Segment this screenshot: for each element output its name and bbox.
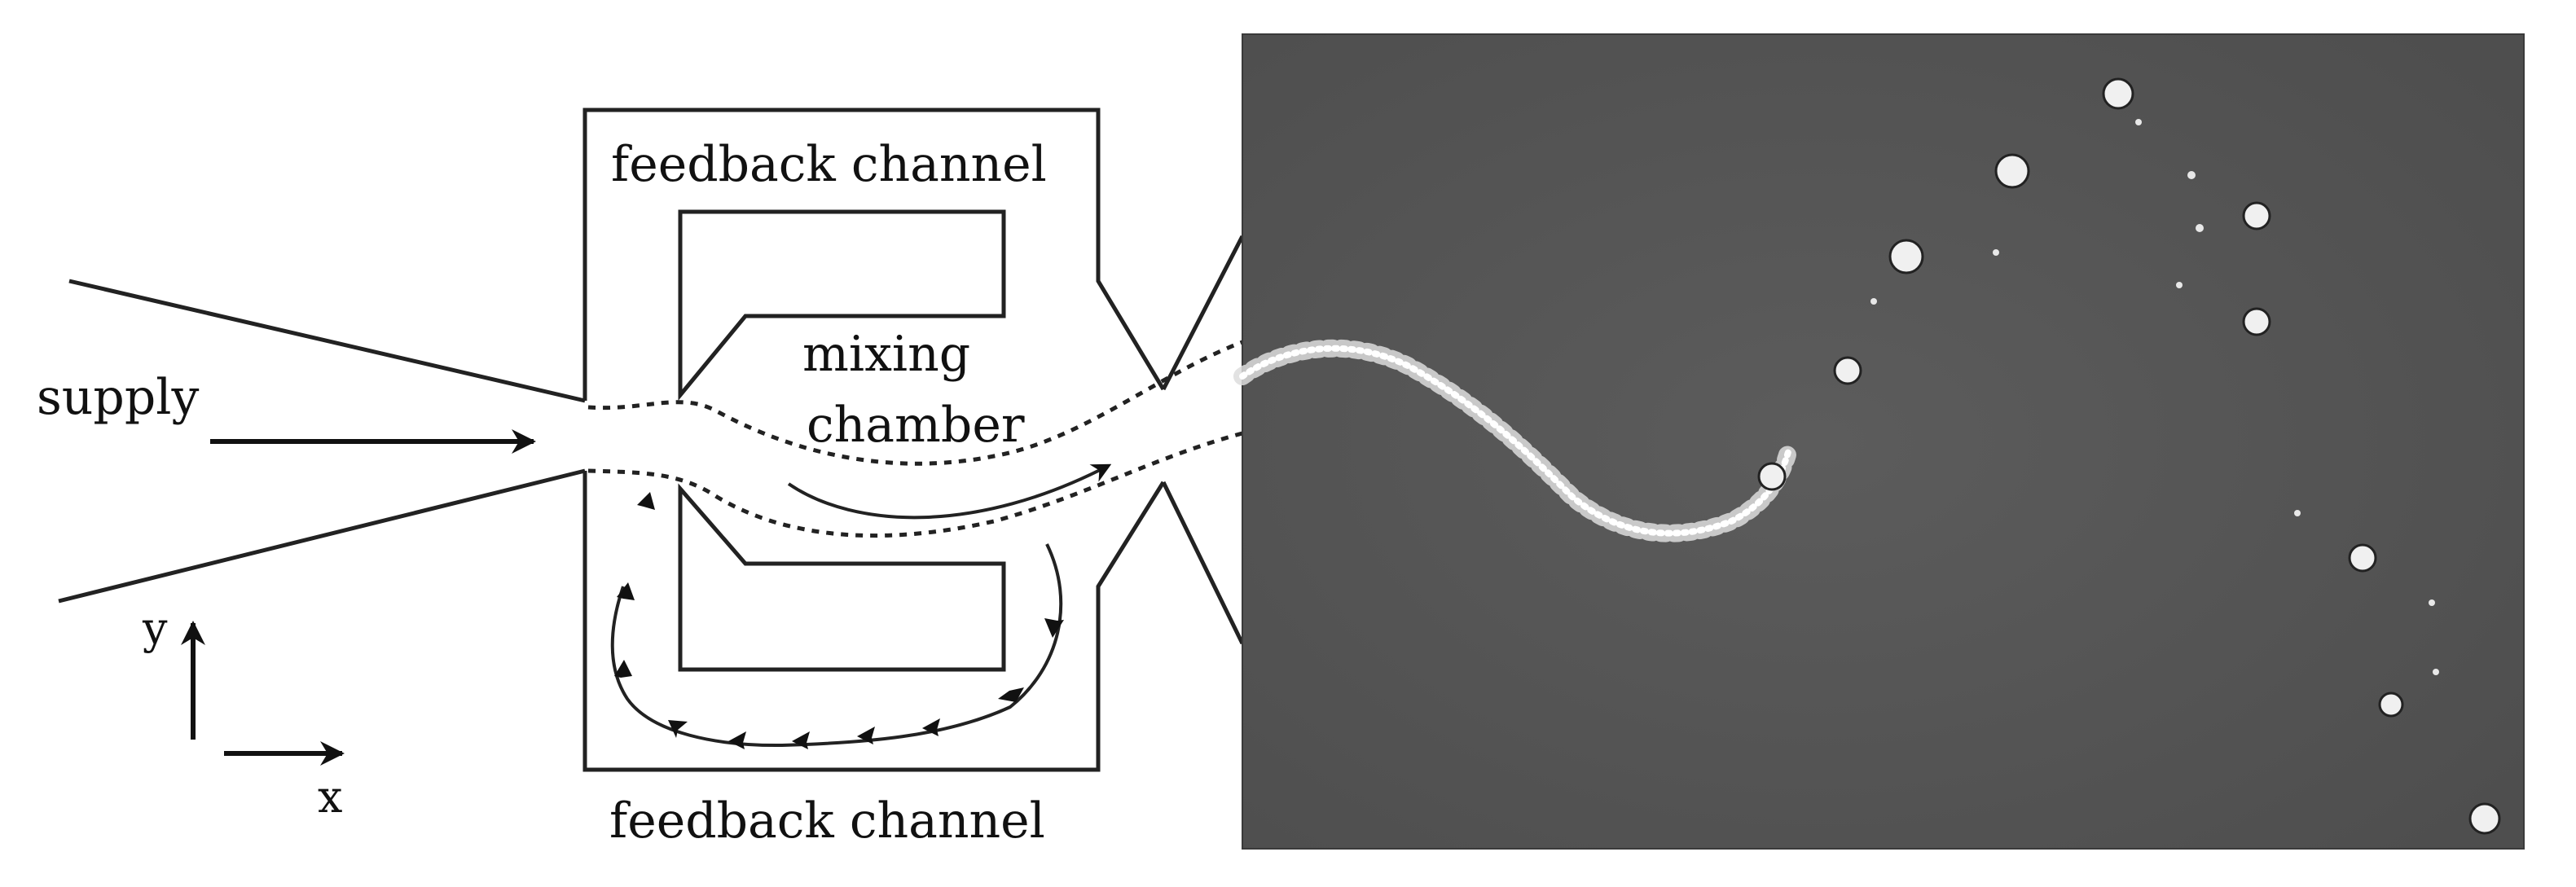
y-axis-label: y xyxy=(142,603,168,654)
droplet xyxy=(1994,153,2030,189)
arrowhead xyxy=(668,720,688,738)
droplet xyxy=(1888,239,1924,274)
feedback-channel-top-label: feedback channel xyxy=(611,136,1047,193)
particle xyxy=(2433,669,2439,675)
droplet xyxy=(1757,462,1787,491)
nozzle-wall-upper xyxy=(68,279,586,403)
particle xyxy=(2176,282,2183,288)
arrowhead xyxy=(1044,618,1064,638)
mixing-chamber-label-line2: chamber xyxy=(807,397,1025,454)
supply-label: supply xyxy=(37,369,199,426)
outlet-wall-lower xyxy=(1161,481,1245,645)
droplet xyxy=(2348,543,2377,573)
feedback-flow-arrowheads xyxy=(614,492,1064,749)
arrowhead xyxy=(728,731,746,749)
droplet xyxy=(2468,802,2501,835)
particle xyxy=(2429,599,2435,606)
droplet xyxy=(1833,356,1862,385)
droplet xyxy=(2242,307,2271,336)
outlet-wall-upper xyxy=(1161,235,1245,391)
housing-outline xyxy=(582,108,1166,772)
splitter-lower xyxy=(678,483,1006,672)
droplets xyxy=(1757,77,2501,835)
droplet xyxy=(2378,692,2404,718)
particle xyxy=(2196,224,2204,232)
jet-photograph xyxy=(1233,33,2525,850)
coordinate-axes: y x xyxy=(142,603,345,823)
jet-deflection-arrow xyxy=(787,463,1112,520)
arrowhead xyxy=(792,731,810,749)
jet-trace-core xyxy=(1239,345,1791,537)
feedback-channel-bottom-label: feedback channel xyxy=(609,793,1045,850)
jet-boundary-lower xyxy=(587,431,1243,538)
arrowhead xyxy=(998,687,1024,702)
mixing-chamber-label-line1: mixing xyxy=(802,326,970,383)
droplet xyxy=(2102,77,2134,110)
droplet xyxy=(2242,201,2271,231)
particle xyxy=(1993,249,1999,256)
nozzle-wall-lower xyxy=(58,468,586,604)
particle xyxy=(2294,510,2301,516)
photo-background xyxy=(1242,34,2524,849)
particle xyxy=(1870,298,1877,305)
splitter-upper xyxy=(678,209,1006,401)
arrowhead xyxy=(637,492,655,510)
arrowhead xyxy=(617,582,635,600)
arrowhead xyxy=(614,660,632,678)
particle xyxy=(2135,119,2142,125)
oscillator-schematic: supply feedback channel feedback channel… xyxy=(37,108,1245,850)
small-particles xyxy=(1870,119,2439,675)
particle xyxy=(2187,171,2196,179)
arrowhead xyxy=(922,718,940,736)
x-axis-label: x xyxy=(318,771,342,823)
photo-border xyxy=(1242,33,2525,850)
arrowhead xyxy=(857,727,875,744)
